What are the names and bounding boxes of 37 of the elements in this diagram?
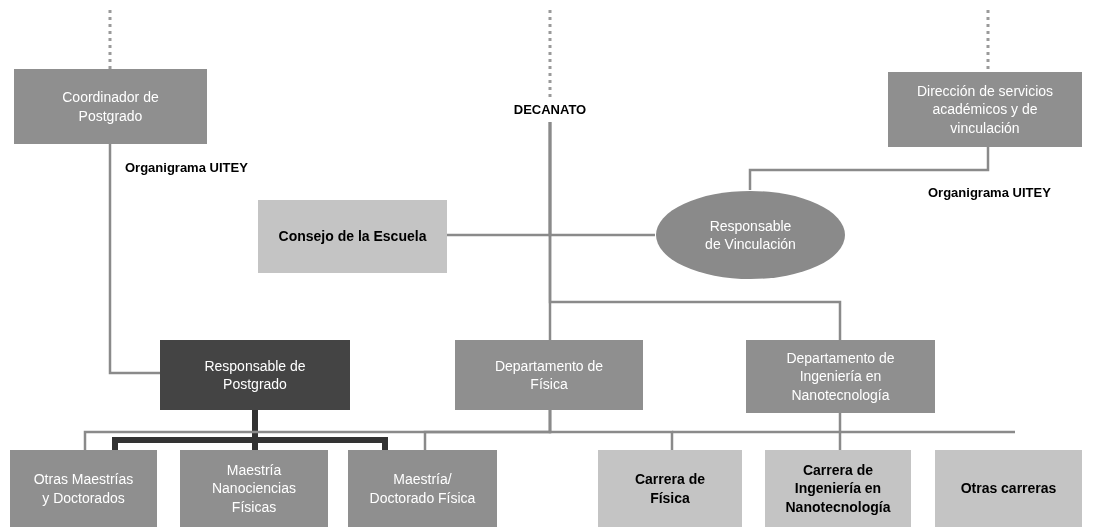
- box-label: Departamento de Física: [493, 356, 605, 394]
- org-box: [935, 450, 1082, 527]
- dotted-connector: [548, 10, 552, 98]
- box-label: Dirección de servicios académicos y de vinculación: [915, 82, 1055, 137]
- org-box: [348, 450, 497, 527]
- box-label: Maestría Nanociencias Físicas: [210, 461, 298, 516]
- box-label: Carrera de Ingeniería en Nanotecnología: [785, 461, 891, 516]
- org-box: [258, 200, 447, 273]
- box-label: Otras carreras: [960, 479, 1057, 498]
- connector-line: [838, 413, 842, 450]
- heading-text: DECANATO: [513, 101, 587, 119]
- org-box: [180, 450, 328, 527]
- box-label: Carrera de Física: [633, 470, 706, 507]
- org-box: [14, 69, 207, 144]
- box-label: Maestría/ Doctorado Física: [368, 470, 477, 507]
- org-box: [10, 450, 157, 527]
- box-label: Consejo de la Escuela: [278, 227, 427, 246]
- connector-line: [252, 410, 388, 450]
- box-label: Departamento de Ingeniería en Nanotecnología: [785, 349, 896, 404]
- connector-line: [548, 410, 674, 450]
- org-box: [598, 450, 742, 527]
- org-box: [888, 72, 1082, 147]
- note-text: Organigrama UITEY: [928, 185, 1051, 200]
- org-box: [455, 340, 643, 410]
- dotted-connector: [986, 10, 990, 72]
- note-text: Organigrama UITEY: [125, 160, 248, 175]
- org-box: [746, 340, 935, 413]
- org-box: [160, 340, 350, 410]
- box-label: Responsable de Postgrado: [203, 356, 307, 394]
- box-label: Responsable de Vinculación: [704, 216, 797, 254]
- connector-line: [108, 144, 160, 375]
- org-box: [765, 450, 911, 527]
- connector-line: [548, 122, 842, 340]
- box-label: Otras Maestrías y Doctorados: [32, 470, 135, 507]
- dotted-connector: [108, 10, 112, 69]
- box-label: Coordinador de Postgrado: [61, 88, 160, 125]
- connector-line: [748, 147, 990, 190]
